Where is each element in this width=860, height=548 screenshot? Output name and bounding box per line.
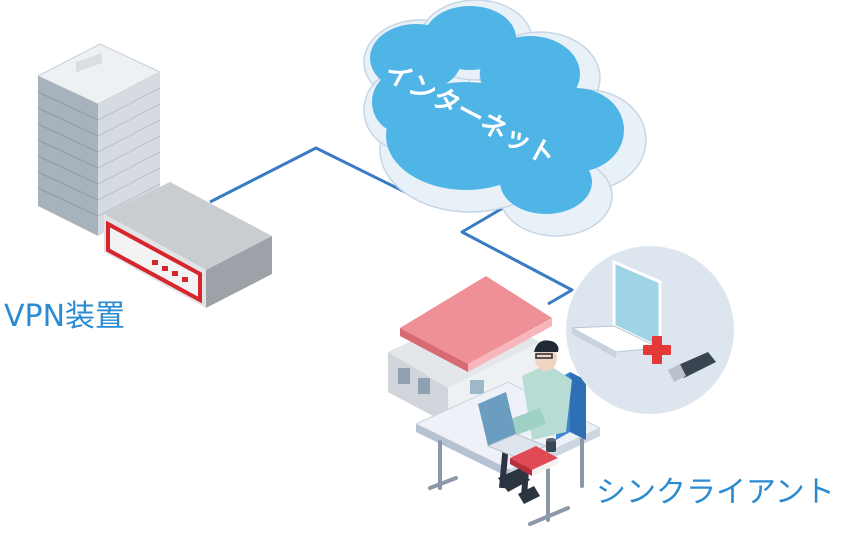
vpn-device-icon	[104, 182, 272, 308]
cloud-icon: インターネット	[363, 0, 647, 237]
line-cloud-to-client	[460, 203, 574, 306]
medical-cross-icon	[643, 336, 671, 364]
person-icon	[498, 340, 572, 504]
thin-client-bubble	[566, 246, 734, 414]
thin-client-label: シンクライアント	[596, 475, 835, 510]
book-icon	[510, 446, 558, 476]
house-icon	[388, 276, 552, 424]
mug-icon	[546, 438, 556, 452]
usb-stick-icon	[668, 352, 716, 382]
vpn-device-label: VPN装置	[4, 299, 126, 334]
server-building-icon	[36, 43, 162, 236]
